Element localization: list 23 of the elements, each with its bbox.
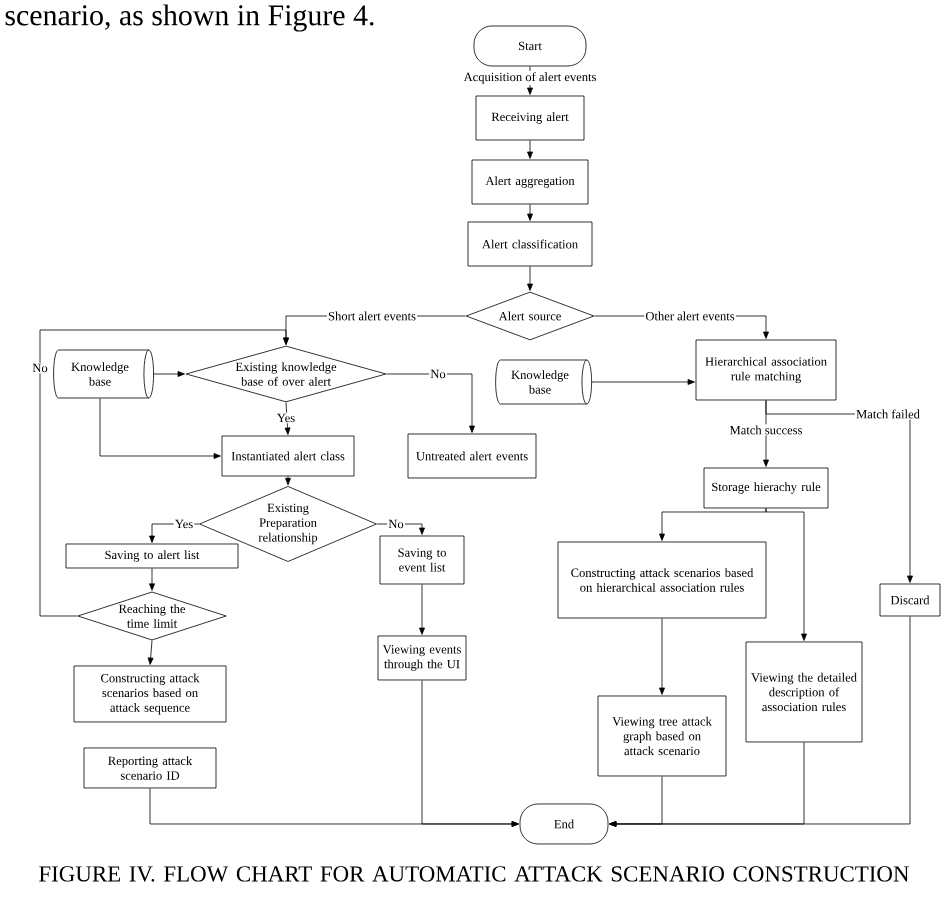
arrow [149,523,200,543]
arrow [421,680,519,827]
arrow [376,523,425,535]
arrow [153,371,185,377]
arrow [527,140,533,159]
arrow [419,584,425,635]
body-text: scenario, as shown in Figure 4. [5,4,374,32]
arrow [659,618,665,695]
arrow [149,568,155,591]
arrow [527,66,533,95]
arrow [659,508,767,541]
caption: FIGURE IV. FLOW CHART FOR AUTOMATIC ATTACK SCENARIO CONSTRUCTION [39,866,909,882]
arrow [765,508,807,641]
arrow [591,379,695,385]
arrow [284,402,291,435]
arrow [609,616,911,827]
arrow [527,204,533,221]
arrow [39,329,289,617]
arrow [99,398,221,459]
arrow [285,476,291,486]
arrow [147,640,154,665]
arrow [527,266,533,291]
arrow [386,373,475,433]
